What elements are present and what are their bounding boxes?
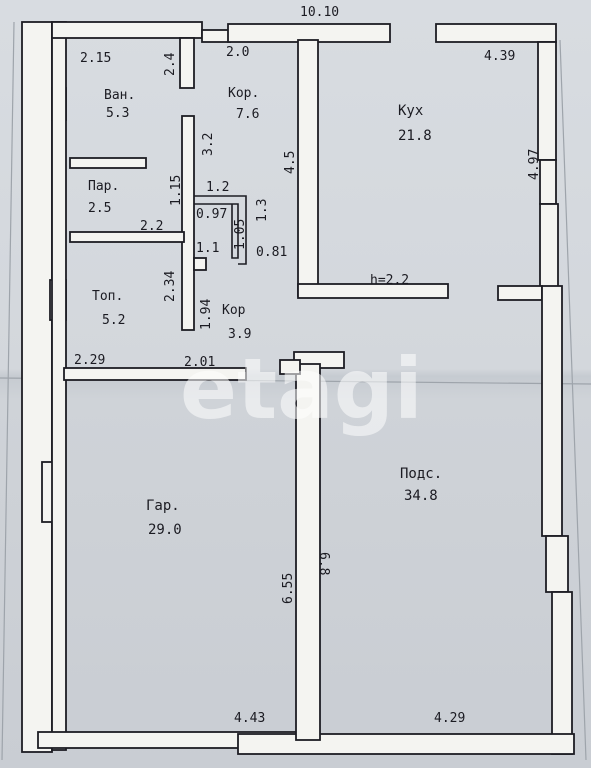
corridor-bottom-area: 3.9 — [228, 327, 251, 342]
basement-name: Подс. — [400, 466, 442, 482]
bathroom-area: 5.3 — [106, 106, 129, 121]
room-labels: Ван. 5.3 Кор. 7.6 Кух 21.8 Пар. 2.5 Топ.… — [88, 86, 442, 538]
garage-area: 29.0 — [148, 522, 182, 538]
dim-step-w: 1.2 — [206, 180, 229, 195]
basement-area: 34.8 — [404, 488, 438, 504]
walls — [21, 21, 575, 755]
steam-room-area: 2.5 — [88, 201, 111, 216]
dim-garage-side: 6.55 — [281, 573, 296, 604]
dim-steam-w: 2.2 — [140, 219, 163, 234]
watermark: etagi — [180, 340, 423, 438]
dim-stair-c: 0.81 — [256, 245, 287, 260]
dimension-labels: 10.10 2.15 2.4 2.0 4.39 3.2 4.5 4.97 1.1… — [74, 5, 542, 726]
kitchen-name: Кух — [398, 103, 423, 119]
dim-furnace-h: 2.34 — [163, 271, 178, 302]
corridor-top-name: Кор. — [228, 86, 259, 101]
dim-garage-bottom: 4.43 — [234, 711, 265, 726]
dim-garage-top-r: 2.01 — [184, 355, 215, 370]
dim-stair-a: 1.1 — [196, 241, 219, 256]
dim-bath-side: 2.4 — [163, 52, 178, 76]
kitchen-area: 21.8 — [398, 128, 432, 144]
dim-kitchen-top: 4.39 — [484, 49, 515, 64]
corridor-top-area: 7.6 — [236, 107, 259, 122]
dim-corr-len: 3.2 — [201, 133, 216, 156]
dim-garage-top: 2.29 — [74, 353, 105, 368]
dim-corr-right: 4.5 — [283, 151, 298, 174]
dim-ceiling-h: h=2.2 — [370, 273, 409, 288]
dim-total-top: 10.10 — [300, 5, 339, 20]
dim-basement-bottom: 4.29 — [434, 711, 465, 726]
steam-room-name: Пар. — [88, 179, 119, 194]
garage-name: Гар. — [146, 498, 180, 514]
dim-corr-top: 2.0 — [226, 45, 249, 60]
furnace-area: 5.2 — [102, 313, 125, 328]
corridor-bottom-name: Кор — [222, 303, 246, 318]
dim-corr2-h: 1.94 — [199, 299, 214, 330]
bathroom-name: Ван. — [104, 88, 135, 103]
dim-step-a: 0.97 — [196, 207, 227, 222]
dim-kitchen-side: 4.97 — [527, 149, 542, 180]
dim-steam-h: 1.15 — [169, 175, 184, 206]
dim-stair-b: 1.05 — [233, 219, 248, 250]
dim-step-b: 1.3 — [255, 199, 270, 222]
dim-basement-side: 6.8 — [316, 552, 331, 575]
furnace-name: Топ. — [92, 289, 123, 304]
dim-bath-top: 2.15 — [80, 51, 111, 66]
